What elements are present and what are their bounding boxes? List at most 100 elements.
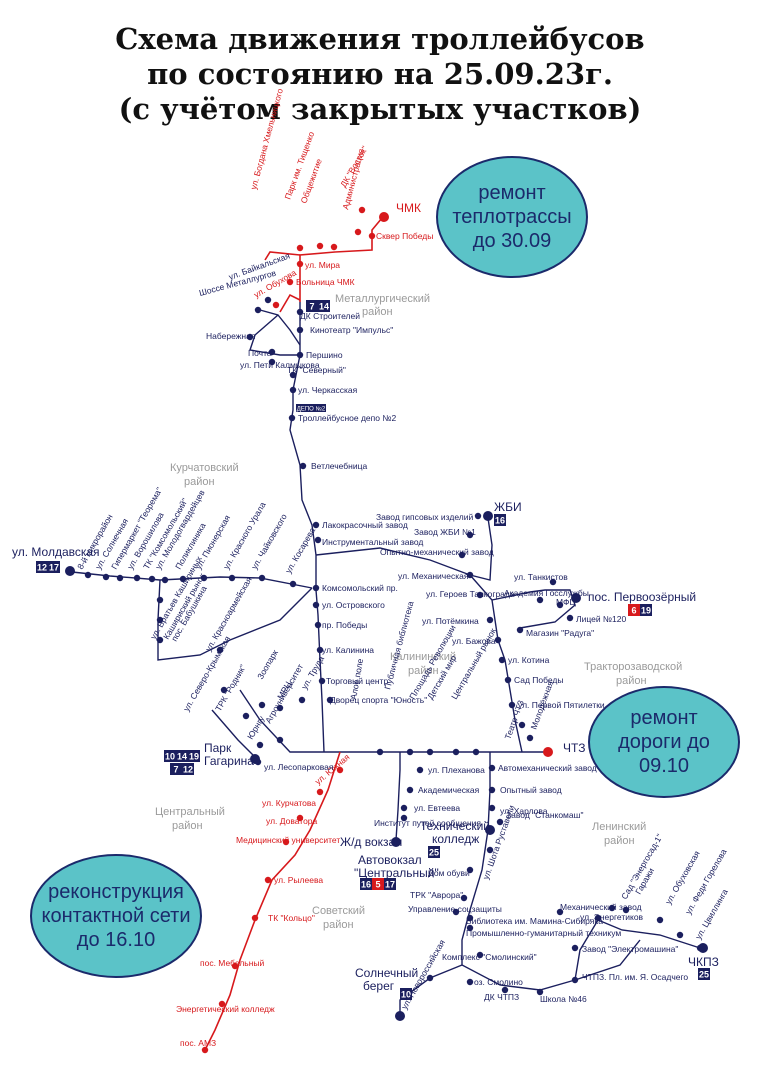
open-stop-31[interactable]: [258, 574, 266, 582]
open-stop-10[interactable]: [288, 414, 296, 422]
closed-stop-6[interactable]: [296, 260, 304, 268]
open-stop-50[interactable]: [566, 614, 574, 622]
open-stop-20[interactable]: [256, 741, 264, 749]
open-stop-35[interactable]: [156, 636, 164, 644]
open-stop-64[interactable]: [376, 748, 384, 756]
terminal-park[interactable]: [250, 754, 260, 764]
open-stop-9[interactable]: [289, 386, 297, 394]
closed-stop-11[interactable]: [296, 814, 304, 822]
open-stop-52[interactable]: [486, 616, 494, 624]
terminal-tech[interactable]: [485, 825, 495, 835]
open-stop-15[interactable]: [312, 601, 320, 609]
open-stop-24[interactable]: [116, 574, 124, 582]
open-stop-16[interactable]: [314, 621, 322, 629]
open-stop-4[interactable]: [246, 333, 254, 341]
open-stop-68[interactable]: [400, 814, 408, 822]
terminal-zhbi[interactable]: [483, 511, 493, 521]
closed-stop-1[interactable]: [354, 228, 362, 236]
closed-stop-3[interactable]: [316, 242, 324, 250]
open-stop-33[interactable]: [156, 596, 164, 604]
open-stop-57[interactable]: [508, 701, 516, 709]
open-stop-19[interactable]: [326, 696, 334, 704]
terminal-chkpz[interactable]: [698, 943, 708, 953]
open-stop-58[interactable]: [518, 721, 526, 729]
open-stop-78[interactable]: [466, 924, 474, 932]
open-stop-84[interactable]: [571, 976, 579, 984]
terminal-pervoozerny[interactable]: [571, 593, 581, 603]
closed-stop-4[interactable]: [330, 243, 338, 251]
open-stop-32[interactable]: [289, 580, 297, 588]
open-stop-8[interactable]: [289, 371, 297, 379]
open-stop-56[interactable]: [504, 676, 512, 684]
open-stop-61[interactable]: [452, 748, 460, 756]
open-stop-28[interactable]: [179, 575, 187, 583]
closed-stop-0[interactable]: [358, 206, 366, 214]
terminal-chmk[interactable]: [379, 212, 389, 222]
open-stop-60[interactable]: [472, 748, 480, 756]
closed-stop-2[interactable]: [368, 232, 376, 240]
open-stop-88[interactable]: [608, 904, 616, 912]
open-stop-45[interactable]: [458, 551, 466, 559]
open-stop-25[interactable]: [133, 574, 141, 582]
closed-stop-5[interactable]: [296, 244, 304, 252]
open-stop-77[interactable]: [466, 914, 474, 922]
open-stop-89[interactable]: [622, 906, 630, 914]
open-stop-65[interactable]: [416, 766, 424, 774]
closed-stop-10[interactable]: [316, 788, 324, 796]
open-stop-29[interactable]: [200, 574, 208, 582]
open-stop-82[interactable]: [536, 988, 544, 996]
open-stop-2[interactable]: [296, 308, 304, 316]
open-stop-42[interactable]: [276, 736, 284, 744]
open-stop-48[interactable]: [536, 596, 544, 604]
terminal-solnechny[interactable]: [395, 1011, 405, 1021]
open-stop-59[interactable]: [526, 734, 534, 742]
closed-stop-13[interactable]: [264, 876, 272, 884]
open-stop-81[interactable]: [501, 986, 509, 994]
terminal-moldavskaya[interactable]: [65, 566, 75, 576]
closed-stop-12[interactable]: [282, 838, 290, 846]
open-stop-36[interactable]: [216, 646, 224, 654]
open-stop-3[interactable]: [296, 326, 304, 334]
open-stop-87[interactable]: [556, 908, 564, 916]
open-stop-41[interactable]: [298, 696, 306, 704]
open-stop-49[interactable]: [556, 601, 564, 609]
open-stop-70[interactable]: [488, 786, 496, 794]
open-stop-0[interactable]: [254, 306, 262, 314]
open-stop-71[interactable]: [488, 804, 496, 812]
open-stop-72[interactable]: [496, 818, 504, 826]
open-stop-5[interactable]: [268, 348, 276, 356]
open-stop-53[interactable]: [516, 626, 524, 634]
open-stop-67[interactable]: [400, 804, 408, 812]
open-stop-39[interactable]: [258, 701, 266, 709]
closed-stop-16[interactable]: [218, 1000, 226, 1008]
terminal-chtz[interactable]: [543, 747, 553, 757]
open-stop-12[interactable]: [312, 521, 320, 529]
open-stop-38[interactable]: [242, 712, 250, 720]
open-stop-26[interactable]: [148, 575, 156, 583]
open-stop-73[interactable]: [486, 846, 494, 854]
open-stop-76[interactable]: [452, 908, 460, 916]
open-stop-43[interactable]: [474, 512, 482, 520]
open-stop-91[interactable]: [676, 931, 684, 939]
closed-stop-17[interactable]: [201, 1046, 209, 1054]
open-stop-40[interactable]: [276, 704, 284, 712]
open-stop-6[interactable]: [268, 358, 276, 366]
open-stop-18[interactable]: [318, 677, 326, 685]
open-stop-11[interactable]: [299, 462, 307, 470]
open-stop-1[interactable]: [264, 296, 272, 304]
open-stop-46[interactable]: [466, 571, 474, 579]
open-stop-54[interactable]: [494, 636, 502, 644]
closed-stop-15[interactable]: [231, 962, 239, 970]
open-stop-34[interactable]: [156, 616, 164, 624]
open-stop-66[interactable]: [406, 786, 414, 794]
open-stop-27[interactable]: [161, 576, 169, 584]
open-stop-44[interactable]: [466, 531, 474, 539]
open-stop-51[interactable]: [476, 591, 484, 599]
open-stop-47[interactable]: [549, 578, 557, 586]
closed-stop-7[interactable]: [286, 278, 294, 286]
open-stop-30[interactable]: [228, 574, 236, 582]
open-stop-90[interactable]: [656, 916, 664, 924]
open-stop-83[interactable]: [426, 974, 434, 982]
open-stop-75[interactable]: [460, 894, 468, 902]
open-stop-17[interactable]: [316, 646, 324, 654]
